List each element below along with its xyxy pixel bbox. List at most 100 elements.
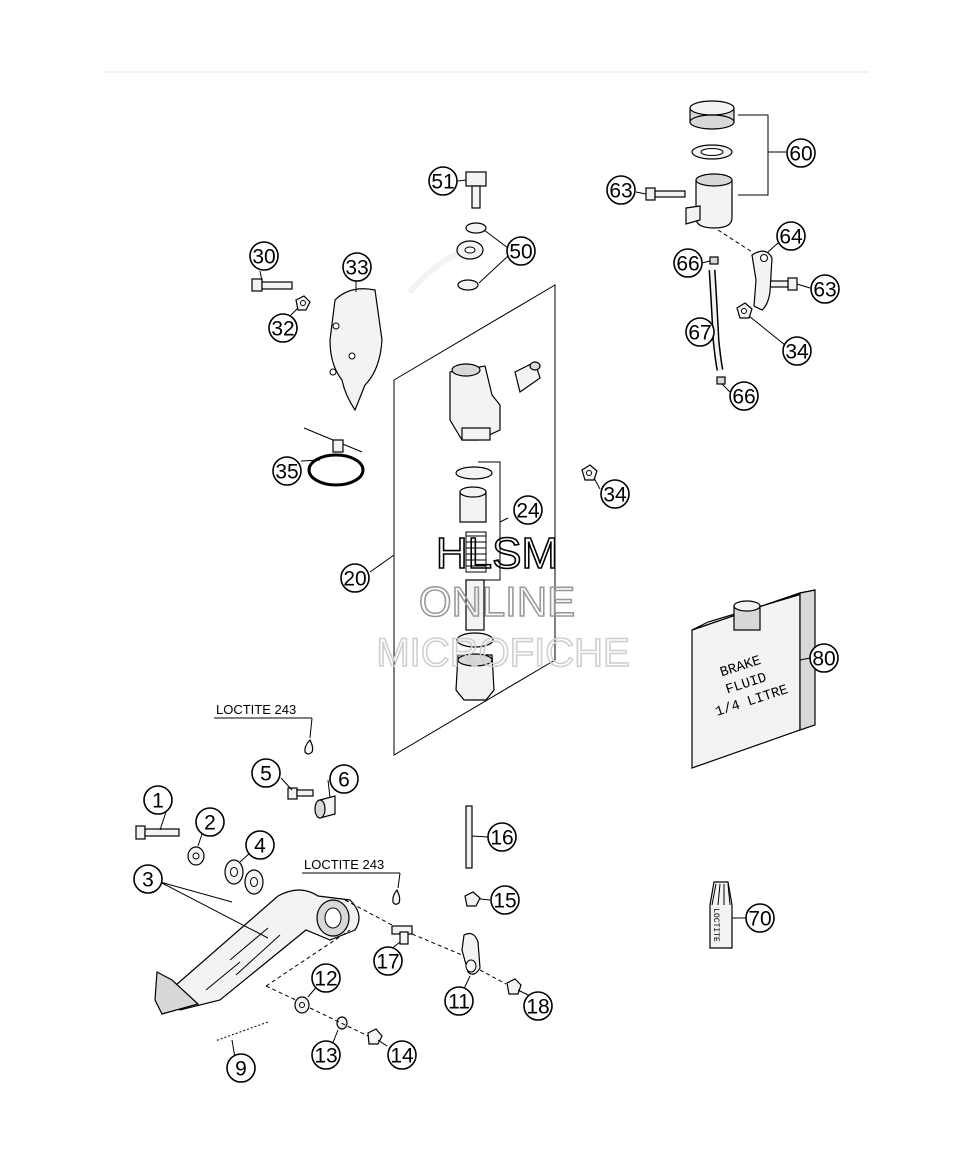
master-cylinder-body — [449, 361, 541, 441]
part-16-pushrod — [465, 805, 473, 869]
svg-text:32: 32 — [271, 318, 294, 341]
part-32-nut — [295, 295, 311, 311]
part-70-loctite-tube — [709, 881, 733, 949]
callout-30: 30 — [249, 241, 279, 271]
svg-text:34: 34 — [603, 484, 627, 507]
spring-kit-bracket — [478, 461, 501, 581]
reservoir-group-bracket — [738, 114, 769, 196]
svg-text:14: 14 — [390, 1045, 414, 1068]
callout-60: 60 — [786, 138, 816, 168]
svg-text:51: 51 — [431, 171, 454, 194]
part-63-screw-right — [769, 277, 798, 291]
part-51-banjo-bolt — [465, 171, 487, 209]
svg-text:34: 34 — [785, 341, 809, 364]
callout-4: 4 — [245, 830, 275, 860]
svg-text:5: 5 — [260, 763, 272, 786]
assembly-line-pushrod — [344, 899, 463, 956]
callout-17: 17 — [373, 946, 403, 976]
part-80-brake-fluid-can — [691, 589, 816, 769]
loctite-a-drop — [304, 738, 314, 755]
part-66-clamp-top — [709, 256, 719, 265]
part-34-nut — [581, 464, 598, 481]
svg-text:3: 3 — [142, 869, 154, 892]
svg-text:11: 11 — [448, 991, 470, 1014]
part-5-screw — [287, 787, 314, 800]
part-66-clamp-bottom — [716, 376, 726, 385]
svg-text:30: 30 — [252, 246, 275, 269]
piston-spring — [465, 531, 487, 573]
part-11-clevis — [461, 932, 481, 975]
svg-text:9: 9 — [235, 1058, 247, 1081]
callout-35: 35 — [272, 456, 302, 486]
cylinder-assembly-frame — [393, 284, 556, 756]
callout-14: 14 — [387, 1040, 417, 1070]
callout-67: 67 — [685, 317, 715, 347]
brake-hose-banjo — [407, 240, 484, 295]
svg-text:17: 17 — [376, 951, 399, 974]
cylinder-piston — [456, 579, 494, 648]
svg-text:67: 67 — [688, 322, 711, 345]
reservoir-cap — [689, 100, 735, 130]
assembly-line-pedal-spring — [265, 929, 351, 1003]
part-12-washer — [294, 996, 310, 1014]
callout-9: 9 — [226, 1053, 256, 1083]
callout-50: 50 — [506, 236, 536, 266]
callout-16: 16 — [487, 822, 517, 852]
part-1-bolt — [135, 825, 180, 840]
part-50-washers — [457, 222, 487, 291]
callout-3: 3 — [133, 864, 163, 894]
svg-text:18: 18 — [526, 996, 549, 1019]
part-4-bearings — [224, 859, 264, 895]
svg-text:13: 13 — [314, 1045, 337, 1068]
callout-80: 80 — [809, 643, 839, 673]
svg-text:MICROFICHE: MICROFICHE — [376, 631, 629, 675]
svg-text:66: 66 — [676, 253, 699, 276]
callout-20: 20 — [340, 563, 370, 593]
part-33-guard — [329, 288, 383, 412]
svg-text:6: 6 — [338, 769, 350, 792]
part-6-bushing — [314, 795, 336, 819]
part-9-return-spring — [214, 1019, 269, 1044]
callout-24: 24 — [513, 495, 543, 525]
callout-6: 6 — [329, 764, 359, 794]
svg-text:35: 35 — [275, 461, 298, 484]
svg-text:1: 1 — [152, 790, 164, 813]
leader-3 — [159, 881, 269, 939]
callout-63-right: 63 — [810, 274, 840, 304]
callout-70: 70 — [745, 903, 775, 933]
callout-66-top: 66 — [673, 248, 703, 278]
part-17-pushrod-stud — [391, 925, 413, 945]
callout-66-bottom: 66 — [729, 381, 759, 411]
part-3-brake-pedal — [154, 889, 360, 1015]
part-15-nut — [464, 891, 481, 907]
assembly-line-reservoir — [717, 229, 753, 253]
cylinder-sleeve — [459, 486, 487, 523]
svg-text:63: 63 — [609, 180, 632, 203]
assembly-line-fastener — [309, 1007, 369, 1037]
svg-text:66: 66 — [732, 386, 755, 409]
loctite-b-drop — [392, 888, 401, 905]
svg-text:20: 20 — [343, 568, 366, 591]
loctite-note-b: LOCTITE 243 — [304, 857, 384, 872]
svg-text:70: 70 — [748, 908, 771, 931]
svg-text:2: 2 — [204, 812, 216, 835]
callout-5: 5 — [251, 758, 281, 788]
callout-51: 51 — [428, 166, 458, 196]
callout-1: 1 — [143, 785, 173, 815]
watermark: HLSM ONLINE MICROFICHE — [376, 528, 631, 676]
callout-63-left: 63 — [606, 175, 636, 205]
svg-text:50: 50 — [509, 241, 532, 264]
svg-text:ONLINE: ONLINE — [419, 578, 575, 625]
callout-32: 32 — [268, 313, 298, 343]
svg-text:60: 60 — [789, 143, 812, 166]
callout-33: 33 — [342, 252, 372, 282]
callout-34-right: 34 — [782, 336, 812, 366]
part-30-bolt — [251, 278, 293, 292]
part-35-cable-tie — [303, 427, 365, 487]
piston-boot — [455, 653, 495, 701]
callout-2: 2 — [195, 807, 225, 837]
svg-text:80: 80 — [812, 648, 835, 671]
svg-text:16: 16 — [490, 827, 513, 850]
callout-64: 64 — [776, 221, 806, 251]
